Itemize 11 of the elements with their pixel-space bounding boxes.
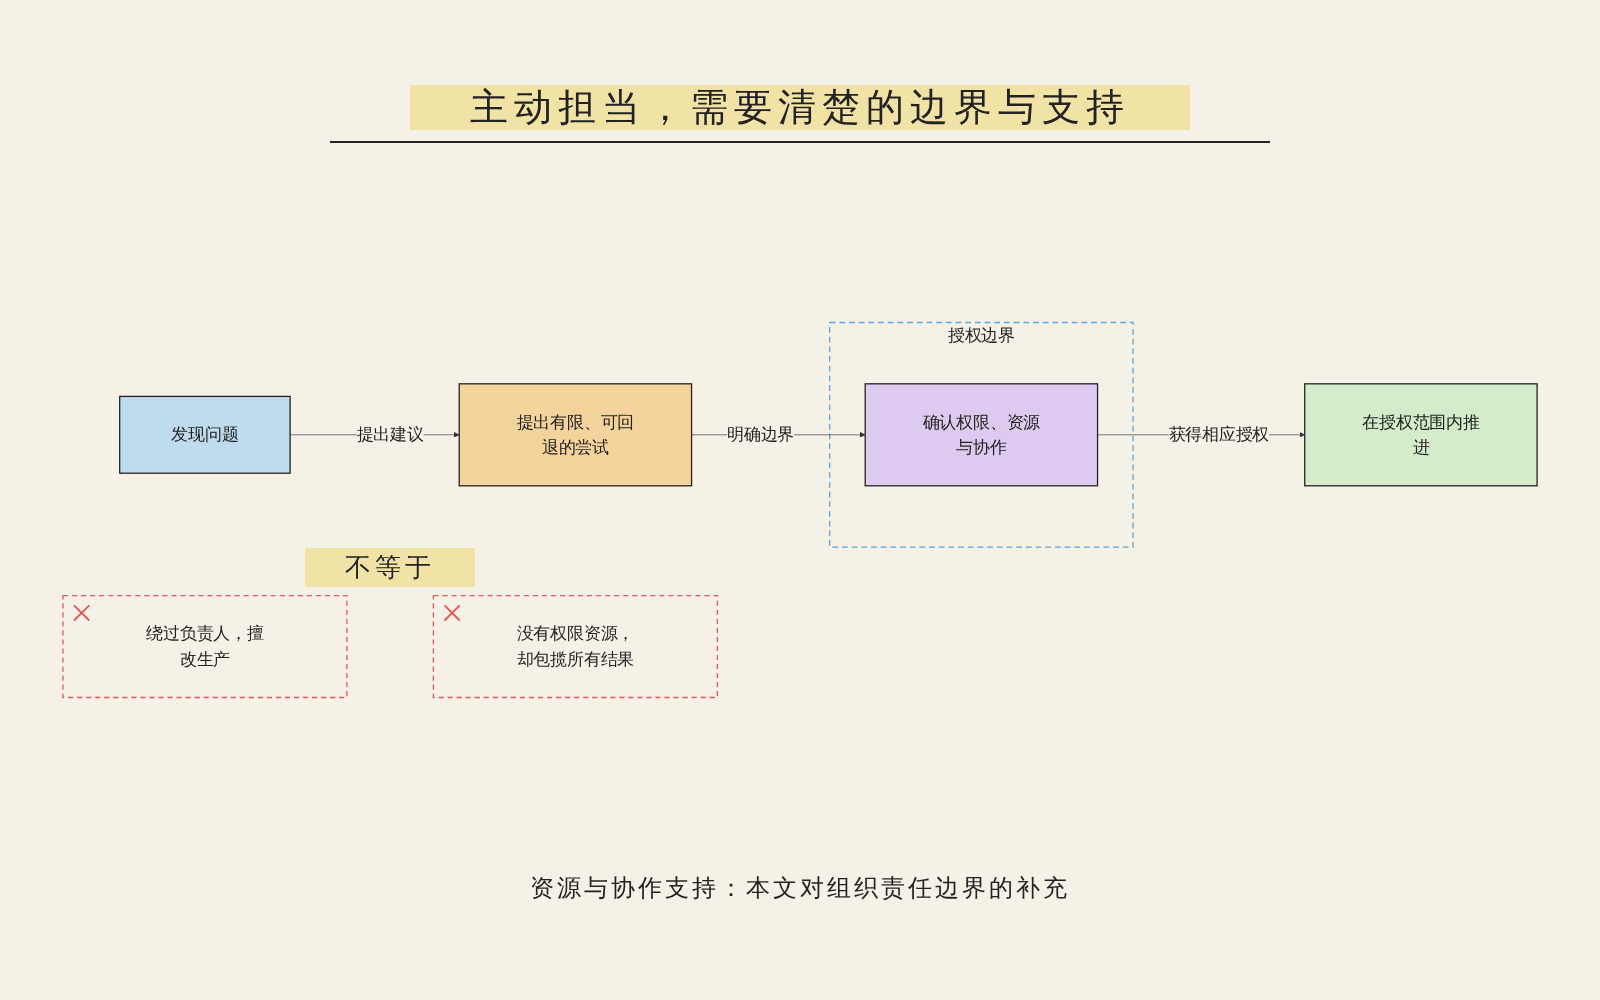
node-box: 绕过负责人，擅改生产 xyxy=(62,594,348,699)
section-heading: 不等于 xyxy=(305,547,476,587)
edge-label: 明确边界 xyxy=(727,425,795,445)
node-box: 提出有限、可回退的尝试 xyxy=(458,383,693,487)
node-box: 确认权限、资源与协作 xyxy=(864,383,1099,487)
caption: 资源与协作支持：本文对组织责任边界的补充 xyxy=(530,875,1070,901)
edge-label: 获得相应授权 xyxy=(1168,425,1270,445)
edge-label: 提出建议 xyxy=(356,425,424,445)
node-box: 发现问题 xyxy=(119,395,291,474)
node-box: 在授权范围内推进 xyxy=(1304,383,1538,487)
node-box: 没有权限资源，却包揽所有结果 xyxy=(432,594,719,699)
